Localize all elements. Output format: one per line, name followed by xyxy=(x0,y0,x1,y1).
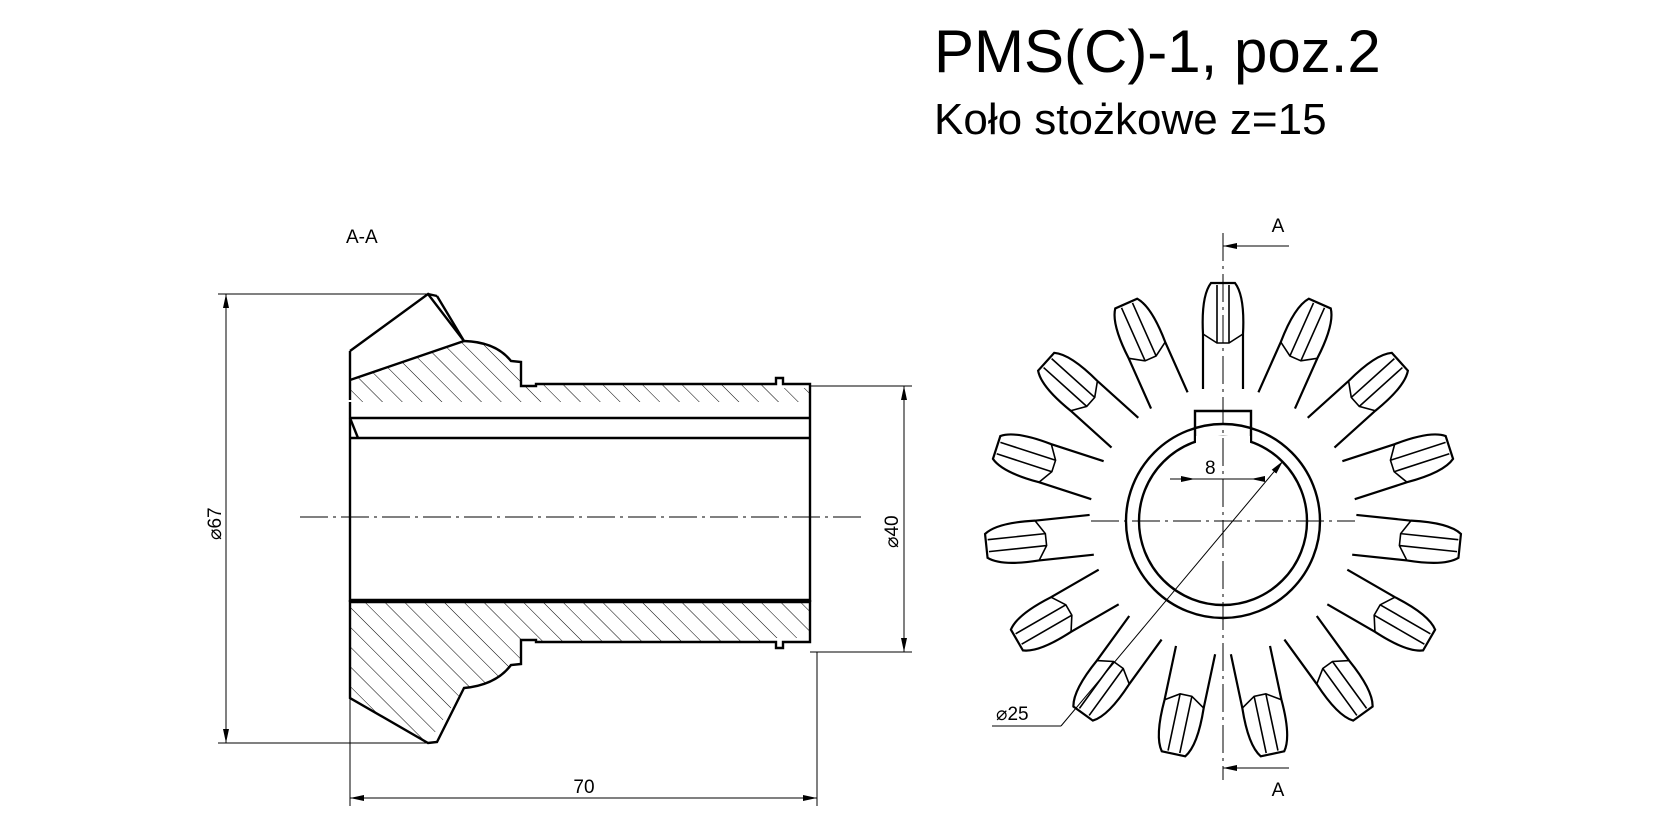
drawing-title: PMS(C)-1, poz.2 xyxy=(934,18,1381,85)
gear-tooth xyxy=(983,513,1094,564)
dim-8-arrow-left xyxy=(1181,476,1195,482)
gear-teeth xyxy=(983,281,1463,758)
dim-25-value: 25 xyxy=(1007,704,1028,725)
gear-tooth xyxy=(1113,297,1189,409)
tooth-face-upper xyxy=(348,292,466,400)
gear-tooth xyxy=(1257,297,1333,409)
outer-contour-upper xyxy=(435,295,812,402)
gear-tooth xyxy=(1229,645,1289,758)
dim-40-value: 40 xyxy=(882,515,903,536)
dim-25-label: ⌀25 xyxy=(996,704,1029,725)
dim-25-diag xyxy=(1060,460,1284,727)
chamfer-left-bottom xyxy=(349,598,359,604)
diameter-symbol: ⌀ xyxy=(882,537,903,548)
gear-tooth xyxy=(1072,615,1163,722)
drawing-subtitle: Koło stożkowe z=15 xyxy=(934,95,1327,144)
gear-tooth xyxy=(1283,615,1374,722)
diameter-symbol: ⌀ xyxy=(205,529,226,540)
dim-67-label: ⌀67 xyxy=(205,507,226,540)
section-view-a-a: A-A ⌀67 ⌀40 xyxy=(205,227,912,806)
outer-contour-lower xyxy=(348,600,812,745)
section-mark-bottom: A xyxy=(1272,780,1285,801)
chamfer-left-top xyxy=(348,417,360,439)
front-view-gear: A A 8 ⌀25 xyxy=(983,216,1463,801)
gear-tooth xyxy=(1009,568,1120,652)
gear-tooth xyxy=(1306,351,1410,449)
gear-tooth xyxy=(991,433,1104,501)
section-hatch-lower xyxy=(350,602,810,743)
diameter-symbol: ⌀ xyxy=(996,704,1007,725)
gear-tooth xyxy=(1342,433,1455,501)
section-label: A-A xyxy=(346,227,378,248)
section-mark-top: A xyxy=(1272,216,1285,237)
dim-8-arrow-right xyxy=(1251,476,1265,482)
section-hatch-upper xyxy=(350,341,810,402)
dim-8-label: 8 xyxy=(1205,458,1216,479)
gear-tooth xyxy=(1352,513,1463,564)
gear-tooth xyxy=(1326,568,1437,652)
dim-67-value: 67 xyxy=(205,507,226,528)
dim-40-label: ⌀40 xyxy=(882,515,903,548)
gear-tooth xyxy=(1036,351,1140,449)
gear-tooth xyxy=(1157,645,1217,758)
dim-70-label: 70 xyxy=(573,777,594,798)
